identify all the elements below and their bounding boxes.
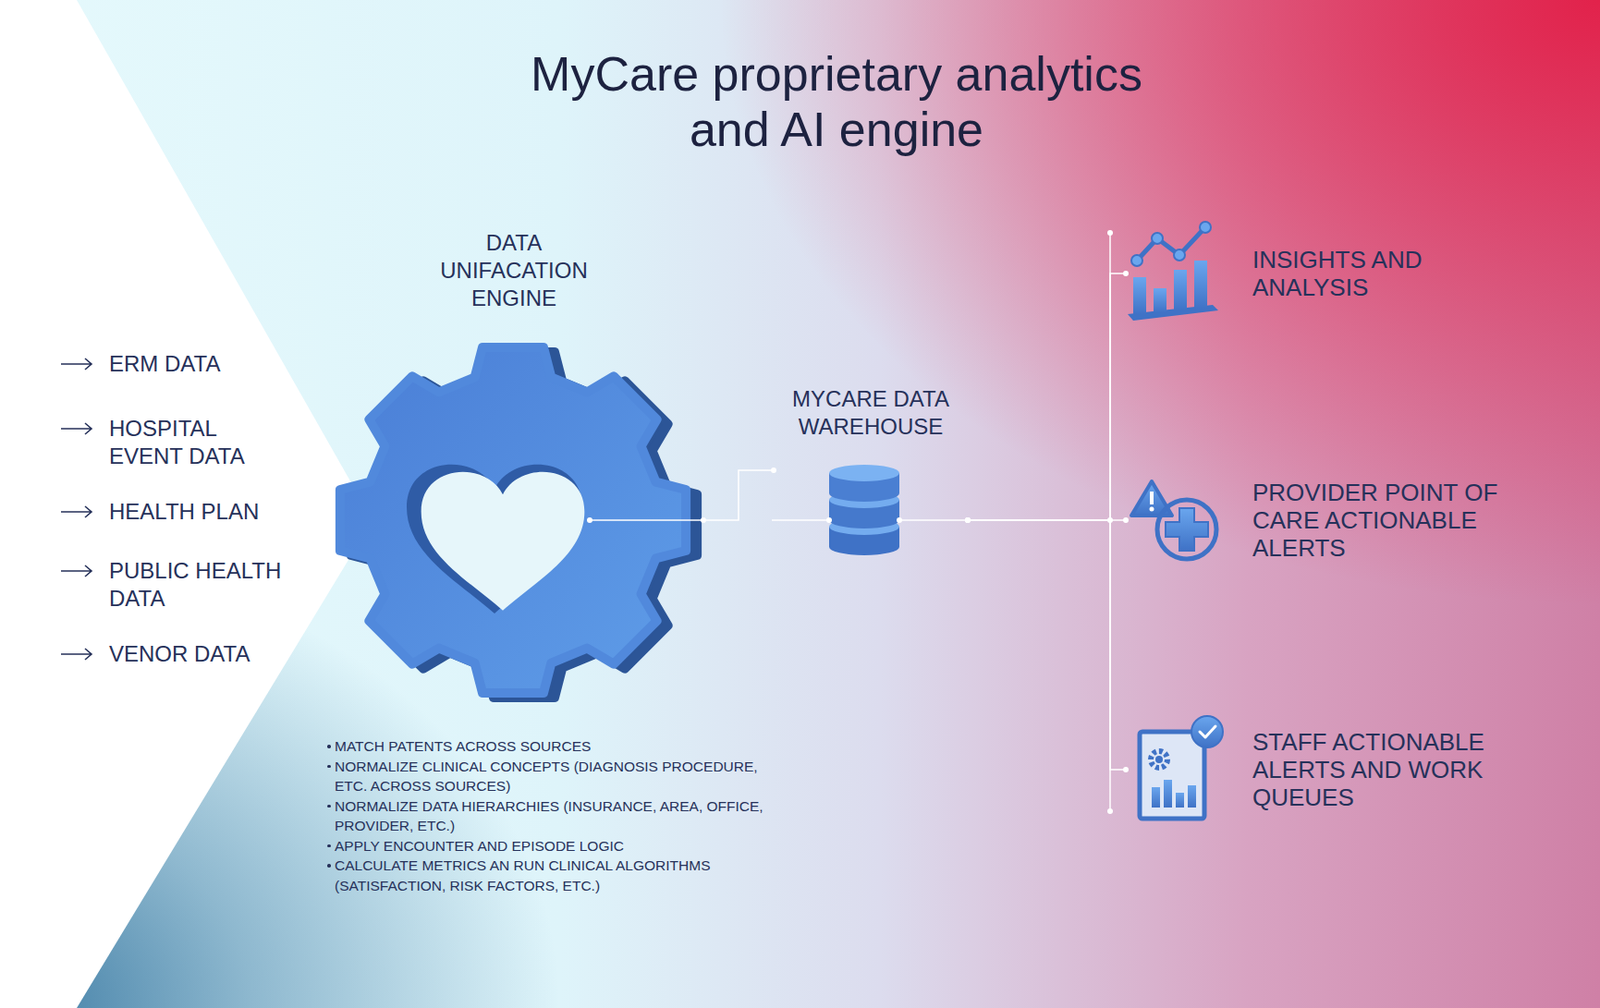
clipboard-gear — [1150, 751, 1168, 769]
icon-bar — [1133, 277, 1147, 315]
engine-step-item: APPLY ENCOUNTER AND EPISODE LOGIC — [334, 836, 770, 857]
icon-point — [1173, 249, 1185, 261]
check-mark — [1199, 726, 1216, 738]
icon-trend — [1136, 227, 1206, 261]
provider-alert-icon — [1131, 481, 1217, 560]
heart-hole — [421, 472, 586, 611]
engine-node: DATA UNIFACATION ENGINE — [324, 229, 704, 706]
input-arrow — [61, 648, 92, 660]
input-source-label: HEALTH PLAN — [109, 498, 331, 526]
input-arrow — [61, 565, 92, 577]
gear-wire — [589, 519, 705, 522]
node-label: MYCARE DATA WAREHOUSE — [773, 381, 968, 441]
node-label: DATA UNIFACATION ENGINE — [415, 229, 614, 313]
input-source-label: HOSPITAL EVENT DATA — [109, 415, 290, 471]
engine-step-item: NORMALIZE DATA HIERARCHIES (INSURANCE, A… — [334, 796, 770, 837]
wire-dot — [586, 517, 593, 524]
clipboard-bar — [1175, 793, 1185, 808]
connector-dot — [1123, 270, 1129, 277]
engine-step-text: CALCULATE METRICS AN RUN CLINICAL ALGORI… — [334, 857, 711, 894]
engine-step-item: NORMALIZE CLINICAL CONCEPTS (DIAGNOSIS P… — [334, 757, 770, 797]
connector-dot — [964, 517, 971, 524]
engine-step-text: NORMALIZE DATA HIERARCHIES (INSURANCE, A… — [334, 798, 764, 835]
input-arrow — [61, 423, 92, 435]
engine-step-item: CALCULATE METRICS AN RUN CLINICAL ALGORI… — [334, 855, 770, 896]
node-label: INSIGHTS AND ANALYSIS — [1252, 245, 1507, 302]
input-arrow — [61, 358, 92, 370]
database-icon — [826, 464, 903, 556]
icon-bar — [1173, 269, 1187, 311]
output-node: INSIGHTS AND ANALYSIS — [1125, 245, 1507, 302]
bullet-dot — [327, 805, 331, 809]
clipboard-bar — [1151, 787, 1161, 808]
icon-bar — [1194, 260, 1208, 309]
icon-point — [1199, 221, 1211, 233]
db-disk-top — [829, 464, 900, 482]
warning-mark — [1149, 491, 1154, 505]
care-ring — [1157, 500, 1217, 560]
input-source-label: PUBLIC HEALTH DATA — [109, 557, 290, 613]
connector-dot — [700, 517, 707, 524]
connector-line — [703, 470, 774, 521]
bullet-dot — [327, 864, 331, 868]
care-cross — [1165, 508, 1209, 551]
bus-dot — [1107, 230, 1113, 236]
white-chevron — [0, 0, 373, 1008]
wire-dot — [896, 517, 903, 524]
bus-dot — [1107, 808, 1113, 815]
wire-dot — [826, 517, 832, 524]
input-arrow — [61, 506, 92, 518]
icon-point — [1151, 232, 1163, 245]
output-node: STAFF ACTIONABLE ALERTS AND WORK QUEUES — [1125, 728, 1507, 812]
connector-dot — [964, 517, 971, 524]
connector-line — [967, 273, 1126, 521]
node-label: STAFF ACTIONABLE ALERTS AND WORK QUEUES — [1252, 728, 1507, 812]
engine-step-item: MATCH PATENTS ACROSS SOURCES — [334, 736, 770, 758]
warning-mark — [1149, 507, 1155, 513]
connector-dot — [770, 467, 777, 474]
connector-dot — [1123, 517, 1129, 524]
warehouse-node: MYCARE DATA WAREHOUSE — [773, 381, 968, 560]
staff-alert-icon — [1139, 716, 1223, 819]
connector-line — [967, 520, 1126, 770]
input-source-label: VENOR DATA — [109, 640, 331, 669]
connector-dot — [964, 517, 971, 524]
clipboard-bar — [1163, 780, 1173, 808]
bullet-dot — [327, 765, 331, 770]
input-source-label: ERM DATA — [109, 350, 331, 379]
bullet-dot — [327, 844, 331, 849]
diagram-title: MyCare proprietary analytics and AI engi… — [512, 46, 1161, 158]
check-circle — [1191, 716, 1223, 748]
insights-icon — [1127, 221, 1219, 321]
engine-steps: MATCH PATENTS ACROSS SOURCES NORMALIZE CL… — [334, 736, 770, 896]
clipboard-bar — [1187, 785, 1197, 808]
gear-illustration — [340, 347, 705, 698]
bullet-dot — [327, 745, 331, 749]
clipboard — [1139, 732, 1205, 819]
icon-bar — [1153, 288, 1167, 313]
engine-step-text: APPLY ENCOUNTER AND EPISODE LOGIC — [334, 838, 624, 855]
clipboard-gear-hub — [1155, 756, 1163, 764]
engine-step-text: NORMALIZE CLINICAL CONCEPTS (DIAGNOSIS P… — [334, 758, 758, 795]
output-node: PROVIDER POINT OF CARE ACTIONABLE ALERTS — [1125, 478, 1507, 562]
icon-point — [1131, 255, 1143, 267]
engine-step-text: MATCH PATENTS ACROSS SOURCES — [334, 738, 591, 755]
node-label: PROVIDER POINT OF CARE ACTIONABLE ALERTS — [1252, 478, 1507, 562]
input-arrows — [61, 358, 92, 660]
connector-dot — [1123, 767, 1129, 773]
